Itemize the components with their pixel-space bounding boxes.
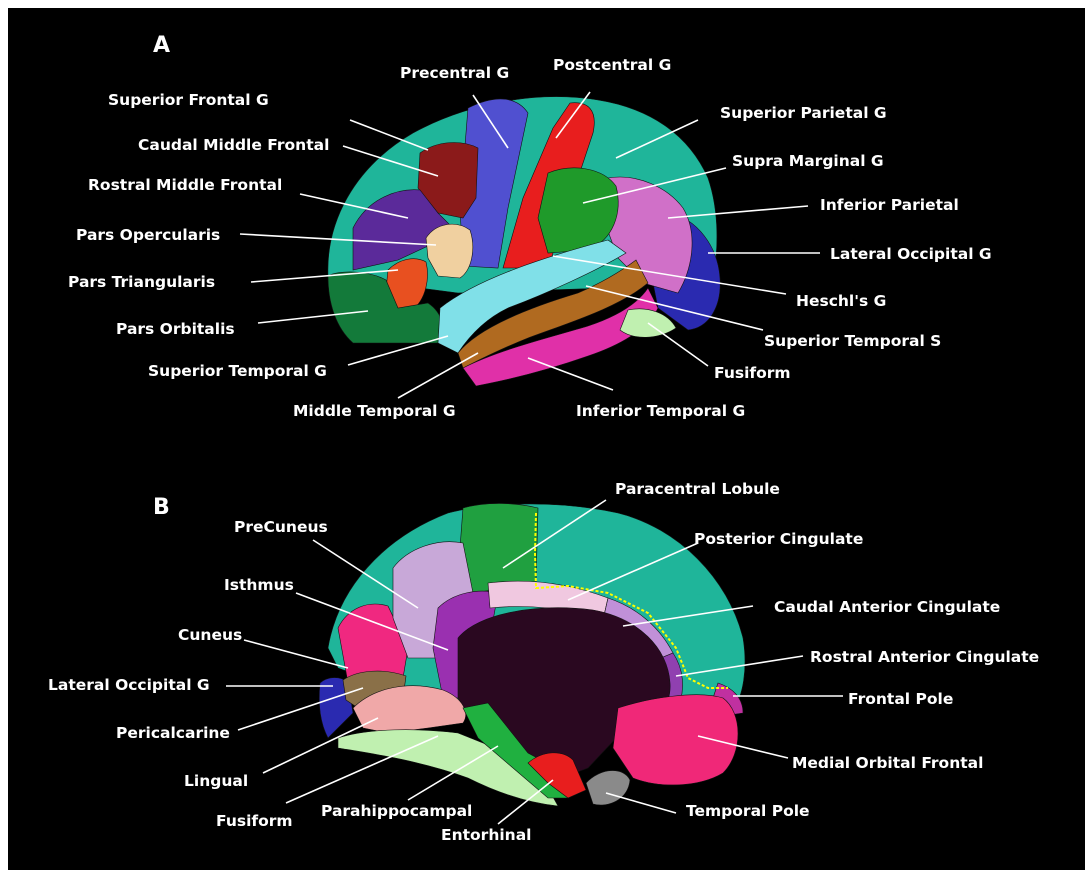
label-entorhinal: Entorhinal [441,826,531,844]
label-cuneus: Cuneus [178,626,242,644]
label-precentral-g: Precentral G [400,64,509,82]
label-inferior-parietal: Inferior Parietal [820,196,959,214]
label-superior-temporal-s: Superior Temporal S [764,332,941,350]
label-superior-parietal-g: Superior Parietal G [720,104,887,122]
region-temporal-pole [586,771,630,805]
label-caudal-anterior-cingulate: Caudal Anterior Cingulate [774,598,1000,616]
label-temporal-pole: Temporal Pole [686,802,810,820]
panel-b-label: B [153,495,170,520]
label-lateral-occipital-g-b: Lateral Occipital G [48,676,210,694]
label-pars-triangularis: Pars Triangularis [68,273,215,291]
label-caudal-middle-frontal: Caudal Middle Frontal [138,136,329,154]
label-medial-orbital-frontal: Medial Orbital Frontal [792,754,983,772]
label-parahippocampal: Parahippocampal [321,802,472,820]
label-lingual: Lingual [184,772,248,790]
label-frontal-pole: Frontal Pole [848,690,953,708]
label-rostral-middle-frontal: Rostral Middle Frontal [88,176,282,194]
brain-parcellation-figure: A Superior Frontal G Caudal Middle Front… [8,8,1085,870]
figure-canvas: A Superior Frontal G Caudal Middle Front… [8,8,1085,870]
label-isthmus: Isthmus [224,576,294,594]
label-inferior-temporal-g: Inferior Temporal G [576,402,745,420]
label-superior-frontal-g: Superior Frontal G [108,91,269,109]
label-lateral-occipital-g-a: Lateral Occipital G [830,245,992,263]
label-fusiform-a: Fusiform [714,364,791,382]
label-postcentral-g: Postcentral G [553,56,671,74]
label-rostral-anterior-cingulate: Rostral Anterior Cingulate [810,648,1039,666]
label-paracentral-lobule: Paracentral Lobule [615,480,780,498]
label-posterior-cingulate: Posterior Cingulate [694,530,863,548]
panel-a-label: A [153,33,170,58]
label-supra-marginal-g: Supra Marginal G [732,152,884,170]
label-superior-temporal-g: Superior Temporal G [148,362,327,380]
region-paracentral-lobule [460,503,538,593]
region-medial-orbital-frontal [613,695,738,785]
lateral-brain [328,97,720,386]
label-precuneus: PreCuneus [234,518,328,536]
label-heschls-g: Heschl's G [796,292,886,310]
label-pars-opercularis: Pars Opercularis [76,226,220,244]
label-fusiform-b: Fusiform [216,812,293,830]
label-pericalcarine: Pericalcarine [116,724,230,742]
label-pars-orbitalis: Pars Orbitalis [116,320,235,338]
label-middle-temporal-g: Middle Temporal G [293,402,456,420]
